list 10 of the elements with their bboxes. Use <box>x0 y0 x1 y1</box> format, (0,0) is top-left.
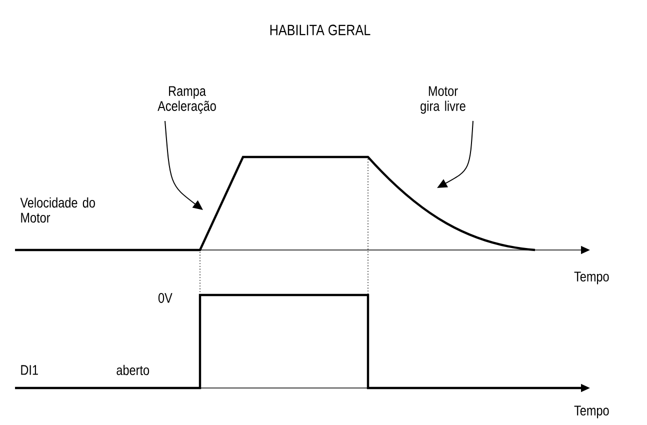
axis-label: Velocidade do Motor <box>20 197 95 223</box>
title: HABILITA GERAL <box>270 24 370 36</box>
axis-label: Tempo <box>574 272 609 284</box>
signal-label: DI1 <box>21 365 38 375</box>
callout-text: Motor gira livre <box>420 86 466 114</box>
leader-line <box>164 120 203 210</box>
state-label: aberto <box>116 364 150 376</box>
axis-label: Tempo <box>574 406 609 418</box>
level-label: 0V <box>158 293 172 303</box>
callout-text: Rampa Aceleração <box>158 86 216 114</box>
